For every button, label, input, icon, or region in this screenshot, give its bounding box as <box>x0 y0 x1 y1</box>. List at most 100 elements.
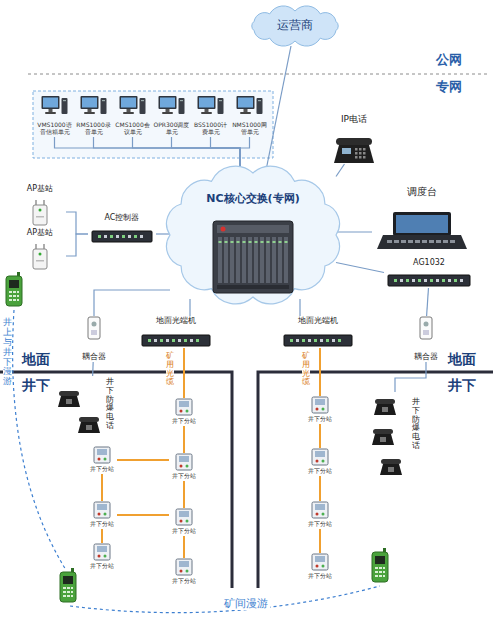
core-switch-cloud-icon <box>230 237 234 283</box>
explosion-proof-phones-icon <box>382 407 388 412</box>
explosion-proof-phones-icon <box>375 399 395 404</box>
server-unit-icon <box>180 100 183 101</box>
handheld-phone <box>9 299 12 301</box>
optical-terminal-icon <box>172 339 175 342</box>
substation-icon <box>316 408 319 411</box>
dispatch-console-icon <box>436 240 441 243</box>
substation-icon <box>322 460 325 463</box>
ip-phone-icon <box>363 148 366 151</box>
server-unit-icon <box>240 112 251 114</box>
server-unit-icon <box>198 96 224 114</box>
substation-icon <box>179 456 189 462</box>
handheld-phone <box>6 276 22 306</box>
substation-icon <box>316 513 319 516</box>
explosion-proof-phones-icon <box>56 376 126 440</box>
handheld-phone <box>375 556 385 564</box>
node-label: AP基站 <box>27 228 53 237</box>
core-switch-cloud-icon <box>242 237 246 283</box>
node-label: OPR300调度单元 <box>153 122 190 136</box>
explosion-proof-phones: 井下防爆电话 <box>56 376 126 440</box>
handheld-phone <box>60 568 76 602</box>
node-label: 井下防爆电话 <box>106 378 114 431</box>
core-switch-cloud-icon <box>213 221 293 293</box>
explosion-proof-phones-icon <box>58 391 100 433</box>
level-label: 地面 <box>448 351 476 368</box>
optical-terminal-icon <box>148 339 151 342</box>
ag-gateway-icon <box>418 279 421 282</box>
substation-icon <box>186 570 189 573</box>
substation: 井下分站 <box>169 508 199 536</box>
substation-icon <box>176 509 192 525</box>
optical-terminal-icon <box>154 339 157 342</box>
handheld-phone <box>60 572 76 602</box>
coupler-icon <box>420 317 432 339</box>
ag-gateway-icon <box>394 279 397 282</box>
handheld-phone <box>372 548 388 582</box>
explosion-proof-phones-icon <box>388 467 394 472</box>
explosion-proof-phones-icon <box>59 391 79 396</box>
network-link <box>133 137 241 171</box>
substation-icon <box>94 544 110 560</box>
coupler-icon <box>92 322 97 327</box>
substation-icon <box>186 520 189 523</box>
server-unit-icon <box>257 98 263 114</box>
ac-controller-icon <box>92 231 152 242</box>
substation: 井下分站 <box>169 453 199 481</box>
optical-terminal-icon <box>142 335 210 346</box>
handheld-phone <box>379 567 382 569</box>
optical-terminal-icon <box>166 339 169 342</box>
server-unit-icon <box>63 100 66 101</box>
ip-phone-icon <box>334 145 374 163</box>
core-switch-cloud-icon <box>272 237 276 283</box>
core-switch-cloud-icon <box>219 241 222 243</box>
ac-controller-icon <box>140 235 143 238</box>
server-unit: RMS1000录音单元 <box>75 95 112 137</box>
handheld-phone <box>63 587 66 589</box>
substation-icon <box>322 513 325 516</box>
explosion-proof-phones-icon <box>372 392 434 484</box>
core-switch-cloud-icon <box>231 241 234 243</box>
substation-icon <box>94 544 110 560</box>
node-label: 井下分站 <box>172 473 196 480</box>
server-unit-icon <box>166 109 170 112</box>
dispatch-console-icon <box>401 240 406 243</box>
handheld-phone <box>379 575 382 577</box>
substation-icon <box>176 399 192 415</box>
roaming-arc <box>70 586 380 613</box>
coupler-icon <box>423 330 429 335</box>
ag-gateway-icon <box>400 279 403 282</box>
ip-phone-icon <box>355 152 358 155</box>
optical-terminal-icon <box>184 339 187 342</box>
optical-terminal-icon <box>160 339 163 342</box>
explosion-proof-phones-icon <box>374 404 396 415</box>
core-switch-cloud-icon <box>249 241 252 243</box>
fiber-cable <box>101 474 103 501</box>
node-label: NMS1000网管单元 <box>231 122 268 136</box>
explosion-proof-phones-icon <box>372 399 402 475</box>
ag-gateway-icon <box>424 279 427 282</box>
coupler-icon <box>88 317 100 339</box>
node-label: 井下分站 <box>308 468 332 475</box>
substation-icon <box>180 410 183 413</box>
node-label: 运营商 <box>277 19 313 33</box>
substation-icon <box>315 556 325 562</box>
substation-icon <box>179 561 189 567</box>
handheld-phone <box>63 595 66 597</box>
network-link <box>92 362 94 376</box>
handheld-phone <box>67 595 70 597</box>
ac-controller-icon <box>134 235 137 238</box>
ground-line <box>258 372 493 588</box>
handheld-phone <box>67 587 70 589</box>
optical-terminal-icon <box>332 339 335 342</box>
ap-station-icon <box>33 205 47 225</box>
network-link <box>299 299 300 316</box>
ip-phone-icon <box>355 148 358 151</box>
ag-gateway-icon <box>412 279 415 282</box>
node-label: 耦合器 <box>414 352 438 361</box>
substation-icon <box>176 509 192 525</box>
substation-icon <box>179 401 189 407</box>
handheld-phone <box>375 575 378 577</box>
substation-icon <box>315 451 325 457</box>
ap-station: AP基站 <box>14 184 66 226</box>
server-unit-icon <box>81 96 107 114</box>
